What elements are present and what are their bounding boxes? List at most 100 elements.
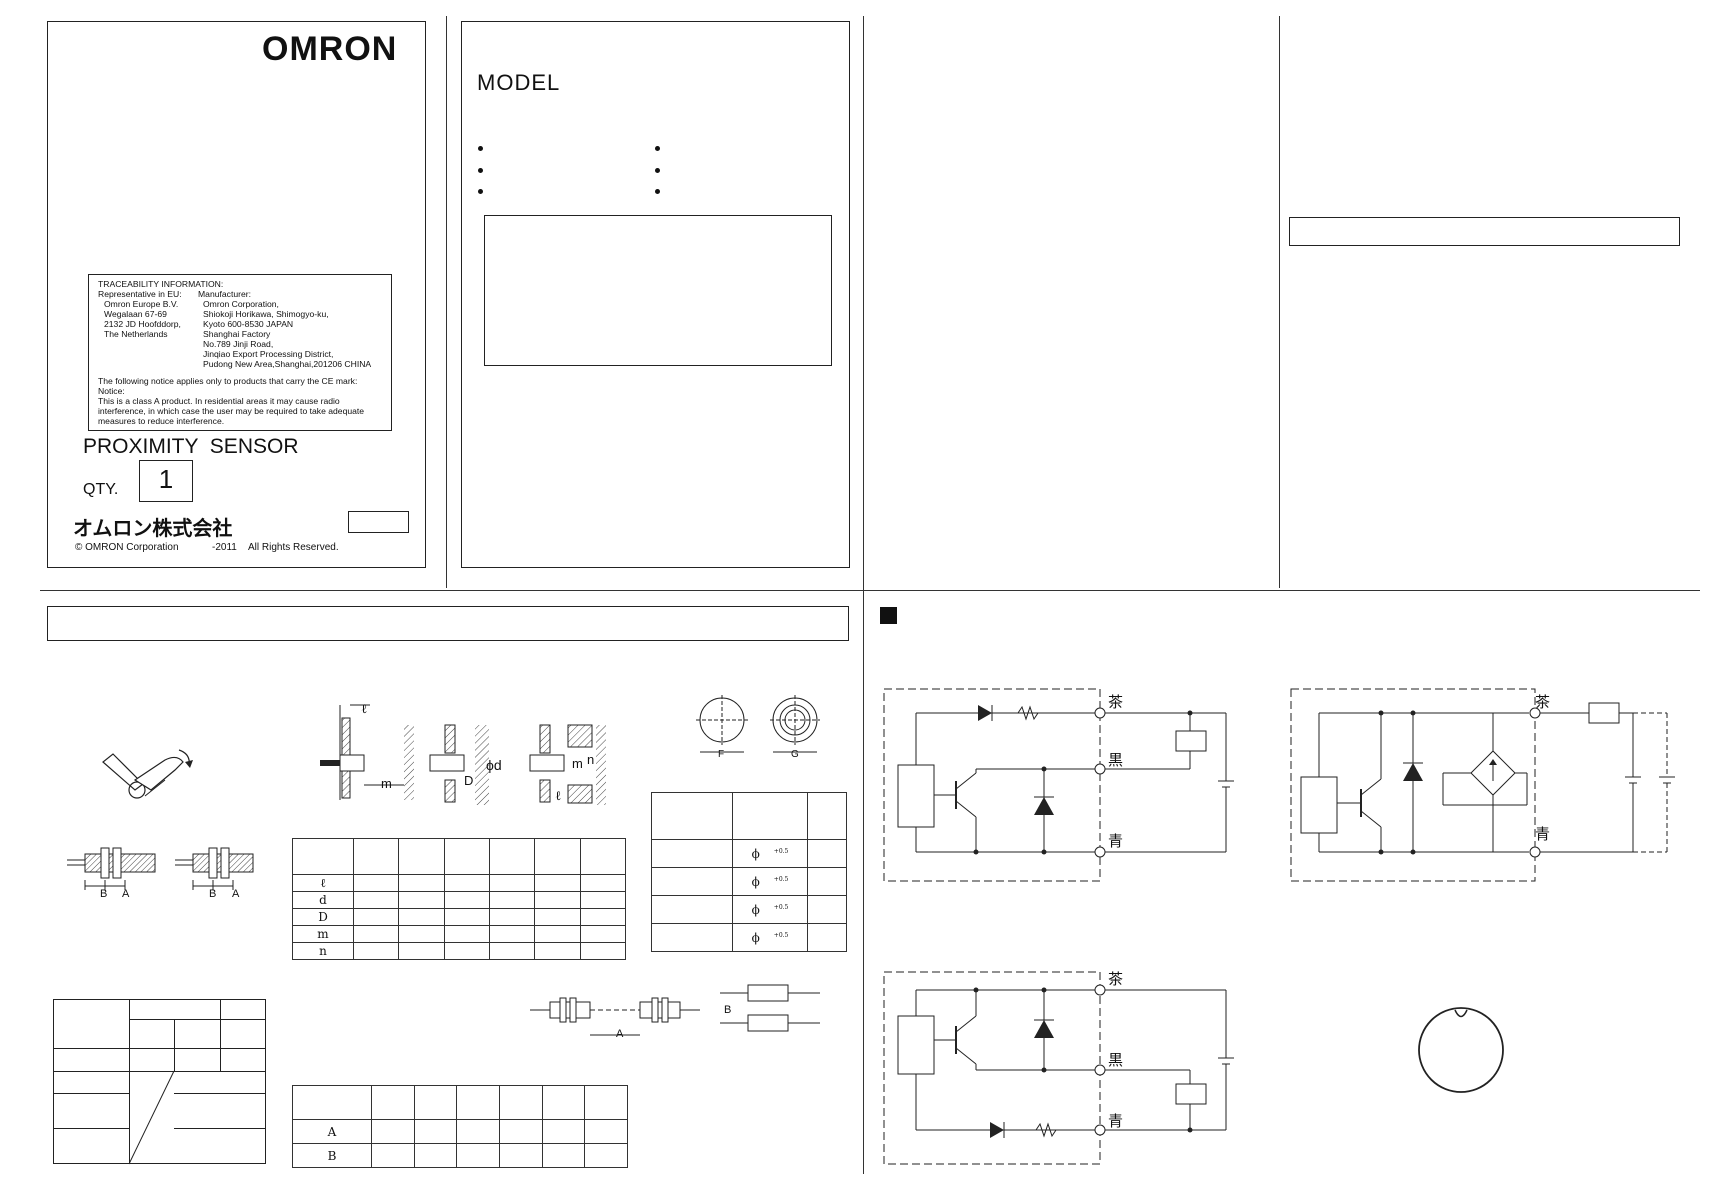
torque-table [53,999,266,1164]
table-row-label: B [292,1143,372,1168]
tol-plus: +0.5 [773,903,789,911]
section-header-box [47,606,849,641]
fold-line-2 [863,16,864,1174]
model-panel [461,21,850,568]
wire-label-brown: 茶 [1535,693,1551,711]
omron-logo: OMRON [262,30,398,68]
bullet [478,168,483,173]
pnp-output-circuit [883,971,1234,1165]
wire-label-brown: 茶 [1108,970,1124,988]
wire-label-blue: 青 [1108,832,1124,850]
nut-label: A [122,888,130,900]
copyright-rights: All Rights Reserved. [248,542,339,553]
mounting-dimension-diagram [320,704,606,805]
ce-notice-line: measures to reduce interference. [98,416,225,426]
eu-rep-line: 2132 JD Hoofddorp, [104,319,181,329]
tightening-illustration [102,749,193,799]
eu-rep-line: The Netherlands [104,329,168,339]
ce-notice-line: The following notice applies only to pro… [98,376,358,386]
dim-label-l: ℓ [361,702,368,717]
mounting-hole-table: ϕ +0.5 ϕ +0.5 ϕ +0.5 ϕ +0.5 [651,792,847,952]
fold-line-1 [446,16,447,588]
manufacturer-label: Manufacturer: [198,289,252,299]
manufacturer-line: Jinqiao Export Processing District, [203,349,334,359]
operation-indicator-icon [1418,1007,1504,1093]
table-row-label: D [292,908,354,926]
dim-label-A: A [616,1028,624,1040]
manufacturer-line: Shanghai Factory [203,329,271,339]
section-square-icon [880,607,897,624]
ce-notice-line: This is a class A product. In residentia… [98,396,340,406]
eu-rep-line: Omron Europe B.V. [104,299,179,309]
sensor-nut-diagram [175,847,254,890]
qty-box [139,460,193,502]
bullet [655,189,660,194]
dim-label-m: m [572,756,583,771]
tol-plus: +0.5 [773,875,789,883]
dim-label-m: m [381,776,392,791]
tol-plus: +0.5 [773,931,789,939]
mounting-dimension-table: ℓ d D m n [292,838,627,960]
table-row-label: m [292,925,354,943]
manufacturer-line: Shiokoji Horikawa, Shimogyo-ku, [203,309,329,319]
section-header-box [1289,217,1680,246]
dim-label-n: n [587,752,595,767]
traceability-title: TRACEABILITY INFORMATION: [98,279,224,289]
phi-symbol: ϕ [751,930,760,945]
company-name-jp: オムロン株式会社 [73,516,233,540]
wire-label-black: 黒 [1108,1051,1124,1069]
dim-label-d: ϕd [486,757,502,773]
npn-output-circuit [883,688,1234,882]
bullet [478,146,483,151]
fold-line-horizontal [40,590,1700,591]
cover-panel [47,21,426,568]
nut-label: B [100,888,108,900]
eu-rep-line: Wegalaan 67-69 [104,309,167,319]
tol-plus: +0.5 [773,847,789,855]
wire-label-blue: 青 [1535,825,1551,843]
diagonal-divider [128,1070,175,1165]
two-wire-circuit [1290,688,1675,882]
product-name: PROXIMITY SENSOR [83,435,299,458]
nut-label: A [232,888,240,900]
nut-label: B [209,888,217,900]
mounting-hole-diagram [696,695,820,753]
fold-line-3 [1279,16,1280,588]
mutual-interference-table: A B [292,1085,628,1168]
table-row-label: n [292,942,354,960]
phi-symbol: ϕ [751,874,760,889]
phi-symbol: ϕ [751,846,760,861]
mutual-interference-diagram [530,984,820,1036]
wire-label-blue: 青 [1108,1112,1124,1130]
manufacturer-line: Kyoto 600-8530 JAPAN [203,319,294,329]
phi-symbol: ϕ [751,902,760,917]
bullet [655,168,660,173]
copyright-holder: © OMRON Corporation [75,542,179,553]
dim-label-F: F [718,749,725,760]
bullet [655,146,660,151]
ce-notice-line: Notice: [98,386,125,396]
dim-label-D: D [464,773,474,788]
dim-label-G: G [791,749,799,760]
copyright-year: -2011 [212,542,237,553]
qty-label: QTY. [83,481,119,498]
sensor-nut-diagram [67,847,156,890]
qty-value: 1 [158,464,174,494]
table-row-label: A [292,1119,372,1144]
traceability-box [88,274,392,431]
table-row-label: d [292,891,354,909]
dim-label-l: ℓ [555,789,562,804]
model-label: MODEL [477,70,561,95]
dim-label-B: B [724,1004,732,1016]
wire-label-brown: 茶 [1108,693,1124,711]
wire-label-black: 黒 [1108,751,1124,769]
manufacturer-line: No.789 Jinji Road, [203,339,274,349]
bullet [478,189,483,194]
stamp-box [348,511,409,533]
manufacturer-line: Pudong New Area,Shanghai,201206 CHINA [203,359,372,369]
eu-rep-label: Representative in EU: [98,289,182,299]
ce-notice-line: interference, in which case the user may… [98,406,365,416]
model-info-box [484,215,832,366]
table-row-label: ℓ [292,874,354,892]
manufacturer-line: Omron Corporation, [203,299,279,309]
